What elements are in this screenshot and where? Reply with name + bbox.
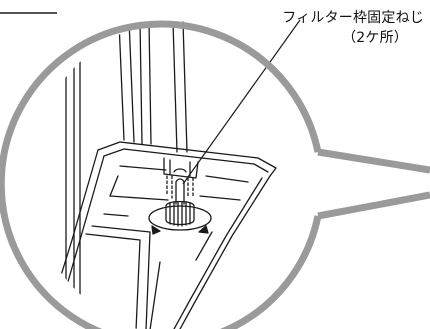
magnified-view bbox=[43, 19, 277, 329]
knurled-knob bbox=[165, 200, 195, 227]
callout-count: （2ケ所） bbox=[342, 30, 408, 46]
screw-shaft-hidden bbox=[166, 175, 194, 199]
magnifier-circle bbox=[0, 20, 322, 329]
callout-title: フィルター枠固定ねじ bbox=[282, 10, 424, 26]
screw-shaft bbox=[175, 178, 185, 205]
base-tray bbox=[43, 141, 277, 329]
filter-frame-uprights bbox=[65, 19, 188, 329]
magnifier-outline bbox=[317, 148, 430, 220]
screw-housing bbox=[163, 157, 199, 179]
rotation-arrow bbox=[148, 205, 212, 235]
callout-leader-line bbox=[182, 19, 301, 185]
callout-label: フィルター枠固定ねじ （2ケ所） bbox=[282, 8, 424, 48]
